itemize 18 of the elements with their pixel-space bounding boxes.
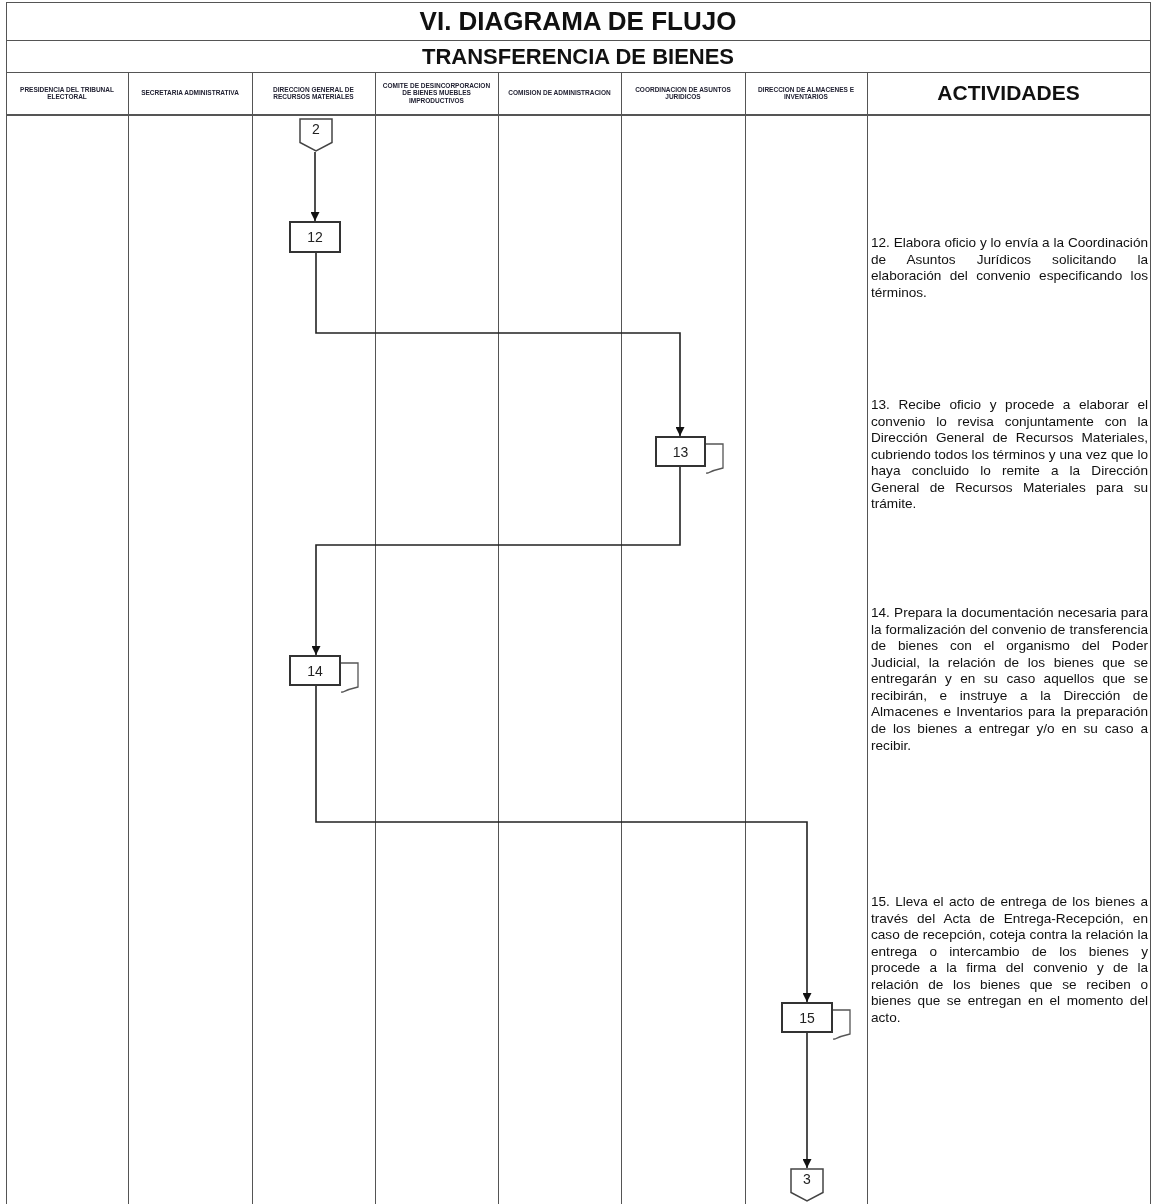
flow-arrow: [310, 151, 320, 222]
process-box: 12: [289, 221, 341, 253]
flow-arrow: [311, 466, 681, 656]
activity-text: 14. Prepara la documentación necesaria para la formalización del convenio de transferencia de bienes con el organismo del Poder Judicial, la relación de los bienes que se entregarán y en su caso aquellos que se recibirán, e instruye a la Dirección de Almacenes e Inventarios para la preparación de los bienes a entregar y/o en su caso a recibir.: [871, 605, 1148, 755]
activity-text: 13. Recibe oficio y procede a elaborar el convenio lo revisa conjuntamente con la Dirección General de Recursos Materiales, cubriendo todos los términos y una vez que lo haya concluido lo remite a la Dirección General de Recursos Materiales para su trámite.: [871, 397, 1148, 514]
flow-arrow: [315, 252, 685, 437]
activity-text: 15. Lleva el acto de entrega de los bienes a través del Acta de Entrega-Recepción, en caso de recepción, coteja contra la relación la entrega o intercambio de los bienes y procede a la firma del convenio y de la relación de los bienes que se reciben o bienes que se entregan en el momento del acto.: [871, 894, 1148, 1027]
off-page-connector: 3: [790, 1168, 824, 1202]
flow-arrow: [315, 685, 812, 1003]
off-page-connector: 2: [299, 118, 333, 152]
process-box: 13: [655, 436, 706, 467]
diagram-subtitle: TRANSFERENCIA DE BIENES: [420, 43, 736, 71]
column-header: ACTIVIDADES: [936, 80, 1081, 106]
diagram-title: VI. DIAGRAMA DE FLUJO: [418, 4, 738, 38]
activity-text: 12. Elabora oficio y lo envía a la Coordinación de Asuntos Jurídicos solicitando la elaboración del convenio especificando los términos.: [871, 235, 1148, 302]
process-box: 14: [289, 655, 341, 686]
process-box: 15: [781, 1002, 833, 1033]
flow-arrow: [802, 1032, 812, 1169]
